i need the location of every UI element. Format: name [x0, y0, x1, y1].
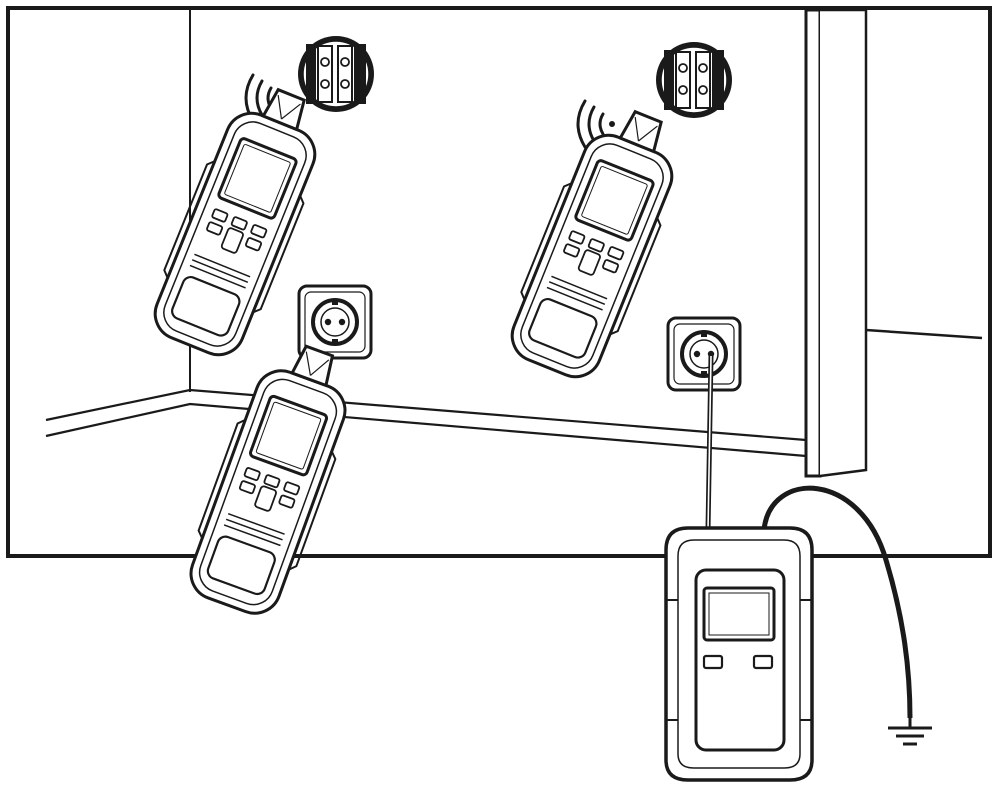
transmitter-screen	[702, 586, 776, 642]
door-panel	[804, 8, 983, 478]
ground-symbol	[888, 716, 932, 746]
junction-box-right	[655, 41, 733, 119]
junction-box-left	[297, 35, 375, 113]
transmitter-unit	[664, 526, 814, 782]
transmitter-button-right	[752, 654, 774, 670]
ground-cable	[761, 485, 913, 719]
socket-right	[666, 316, 742, 392]
transmitter-button-left	[702, 654, 724, 670]
